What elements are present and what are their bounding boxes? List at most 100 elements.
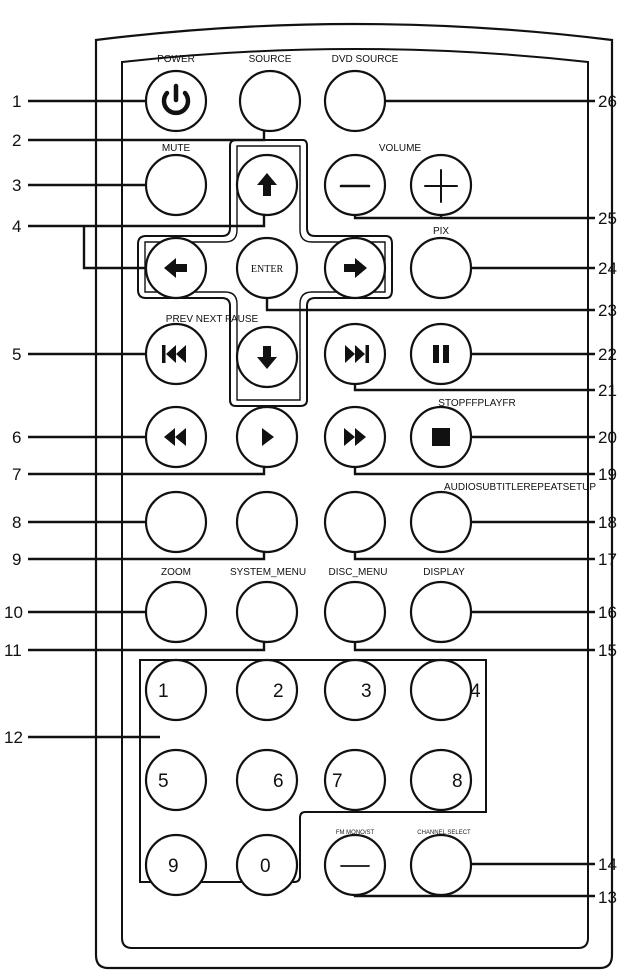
audio-subtitle-repeat-setup-label: AUDIOSUBTITLEREPEATSETUP — [444, 482, 596, 493]
prev-next-pause-label: PREV NEXT PAUSE — [166, 314, 259, 325]
callout-15: 15 — [598, 641, 617, 660]
callout-13: 13 — [598, 888, 617, 907]
remote-panel-outline — [121, 48, 589, 949]
callout-23: 23 — [598, 301, 617, 320]
source-button[interactable] — [238, 69, 302, 133]
volume-label: VOLUME — [379, 143, 422, 154]
source-label: SOURCE — [249, 54, 292, 65]
mute-label: MUTE — [162, 143, 191, 154]
key-3-label: 3 — [361, 681, 372, 702]
callout-25: 25 — [598, 209, 617, 228]
key-0-button[interactable] — [235, 833, 299, 897]
leader-4 — [28, 212, 266, 228]
callout-20: 20 — [598, 428, 617, 447]
key-7-label: 7 — [332, 771, 343, 792]
zoom-button[interactable] — [144, 580, 208, 644]
fm-mono-button[interactable] — [323, 833, 387, 897]
callout-24: 24 — [598, 259, 617, 278]
key-6-label: 6 — [273, 771, 284, 792]
key-9-button[interactable] — [144, 833, 208, 897]
channel-select-label: CHANNEL SELECT — [417, 830, 471, 836]
callout-2: 2 — [12, 131, 21, 150]
fm-mono-label: FM MONO/ST — [336, 830, 375, 836]
key-9-label: 9 — [168, 856, 179, 877]
callout-21: 21 — [598, 381, 617, 400]
pause-icon — [433, 345, 449, 363]
disc-menu-label: DISC_MENU — [329, 567, 388, 578]
power-icon — [161, 83, 191, 116]
key-1-button[interactable] — [144, 658, 208, 722]
arrow-right-icon — [344, 258, 367, 278]
key-5-button[interactable] — [144, 748, 208, 812]
arrow-down-icon — [257, 346, 277, 369]
callout-26: 26 — [598, 92, 617, 111]
callout-10: 10 — [4, 603, 23, 622]
stop-ff-play-fr-label: STOPFFPLAYFR — [438, 398, 515, 409]
key-1-label: 1 — [158, 681, 169, 702]
callout-8: 8 — [12, 513, 21, 532]
pause-button[interactable] — [409, 322, 473, 386]
callout-6: 6 — [12, 428, 21, 447]
repeat-button[interactable] — [323, 490, 387, 554]
callout-18: 18 — [598, 513, 617, 532]
stop-icon — [432, 428, 450, 446]
power-label: POWER — [157, 54, 195, 65]
enter-button[interactable] — [235, 236, 299, 300]
callout-9: 9 — [12, 550, 21, 569]
pix-label: PIX — [433, 226, 449, 237]
zoom-label: ZOOM — [161, 567, 191, 578]
numpad-outline — [139, 659, 487, 883]
key-4-button[interactable] — [409, 658, 473, 722]
callout-3: 3 — [12, 176, 21, 195]
callout-5: 5 — [12, 345, 21, 364]
button-labels: POWER SOURCE DVD SOURCE MUTE VOLUME PIX … — [157, 54, 596, 836]
display-label: DISPLAY — [423, 567, 465, 578]
play-icon — [262, 428, 274, 446]
callout-12: 12 — [4, 728, 23, 747]
callout-4: 4 — [12, 217, 21, 236]
system-menu-button[interactable] — [235, 580, 299, 644]
subtitle-button[interactable] — [235, 490, 299, 554]
key-8-button[interactable] — [409, 748, 473, 812]
key-5-label: 5 — [158, 771, 169, 792]
pix-button[interactable] — [409, 236, 473, 300]
key-7-button[interactable] — [323, 748, 387, 812]
callout-17: 17 — [598, 550, 617, 569]
disc-menu-button[interactable] — [323, 580, 387, 644]
system-menu-label: SYSTEM_MENU — [230, 567, 306, 578]
mute-button[interactable] — [144, 153, 208, 217]
fast-forward-icon — [344, 428, 366, 446]
callout-numbers: 1 2 3 4 5 6 7 8 9 10 11 12 13 14 15 16 1… — [4, 92, 617, 907]
callout-1: 1 — [12, 92, 21, 111]
callout-16: 16 — [598, 603, 617, 622]
key-6-button[interactable] — [235, 748, 299, 812]
number-pad: 1 2 3 4 5 6 7 8 9 0 — [144, 658, 481, 897]
callout-22: 22 — [598, 345, 617, 364]
channel-select-button[interactable] — [409, 833, 473, 897]
dvd-source-label: DVD SOURCE — [332, 54, 399, 65]
key-8-label: 8 — [452, 771, 463, 792]
dvd-source-button[interactable] — [323, 69, 387, 133]
callout-19: 19 — [598, 465, 617, 484]
leader-4b — [82, 226, 150, 270]
key-3-button[interactable] — [323, 658, 387, 722]
skip-previous-icon — [162, 345, 186, 363]
callout-7: 7 — [12, 465, 21, 484]
key-2-button[interactable] — [235, 658, 299, 722]
audio-button[interactable] — [144, 490, 208, 554]
dpad-inner-outline — [144, 145, 386, 401]
callout-11: 11 — [4, 641, 22, 660]
plus-icon — [424, 169, 458, 203]
enter-label: ENTER — [251, 264, 284, 275]
rewind-icon — [164, 428, 186, 446]
key-0-label: 0 — [260, 856, 271, 877]
arrow-up-icon — [257, 173, 277, 196]
skip-next-icon — [345, 345, 369, 363]
arrow-left-icon — [164, 258, 187, 278]
display-button[interactable] — [409, 580, 473, 644]
setup-button[interactable] — [409, 490, 473, 554]
key-2-label: 2 — [273, 681, 284, 702]
key-4-label: 4 — [470, 681, 481, 702]
callout-14: 14 — [598, 855, 617, 874]
